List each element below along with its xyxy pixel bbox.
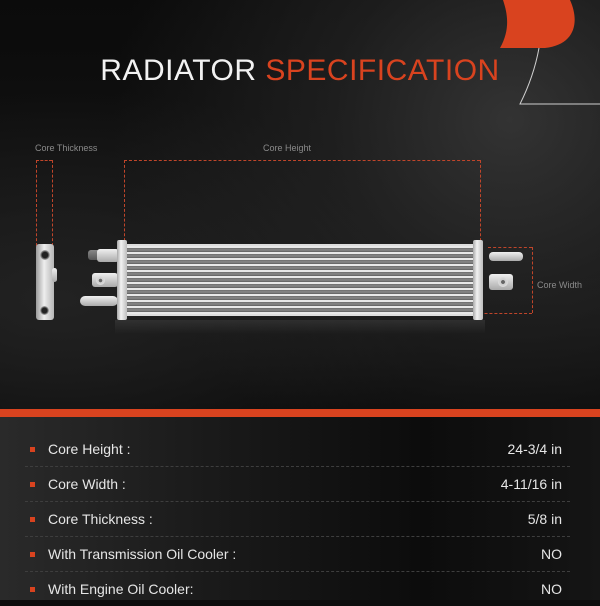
spec-row-core-height: Core Height : 24-3/4 in	[25, 432, 570, 467]
label-core-height: Core Height	[263, 143, 312, 153]
spec-row-core-thickness: Core Thickness : 5/8 in	[25, 502, 570, 537]
spec-label: Core Height :	[48, 441, 131, 457]
title-accent: SPECIFICATION	[265, 54, 500, 87]
spec-row-engine-oil-cooler: With Engine Oil Cooler: NO	[25, 572, 570, 606]
label-core-thickness: Core Thickness	[35, 143, 98, 153]
bullet-icon	[30, 551, 35, 557]
spec-row-core-width: Core Width : 4-11/16 in	[25, 467, 570, 502]
spec-label: With Transmission Oil Cooler :	[48, 546, 237, 562]
accent-divider	[0, 409, 600, 417]
bullet-icon	[30, 586, 35, 592]
bullet-icon	[30, 446, 35, 452]
spec-row-transmission-oil-cooler: With Transmission Oil Cooler : NO	[25, 537, 570, 572]
label-core-width: Core Width	[537, 280, 583, 290]
bullet-icon	[30, 481, 35, 487]
spec-value: 5/8 in	[527, 511, 562, 527]
spec-label: With Engine Oil Cooler:	[48, 581, 194, 597]
spec-label: Core Thickness :	[48, 511, 153, 527]
spec-value: NO	[541, 581, 562, 597]
corner-decoration	[500, 0, 600, 105]
spec-panel: Core Height : 24-3/4 in Core Width : 4-1…	[0, 417, 600, 600]
spec-label: Core Width :	[48, 476, 126, 492]
spec-list: Core Height : 24-3/4 in Core Width : 4-1…	[25, 432, 570, 606]
spec-value: 24-3/4 in	[507, 441, 562, 457]
radiator-side-view	[36, 244, 57, 320]
spec-value: NO	[541, 546, 562, 562]
bullet-icon	[30, 516, 35, 522]
title-primary: RADIATOR	[100, 54, 257, 87]
page-title: RADIATOR SPECIFICATION	[0, 54, 600, 88]
spec-value: 4-11/16 in	[500, 476, 562, 492]
